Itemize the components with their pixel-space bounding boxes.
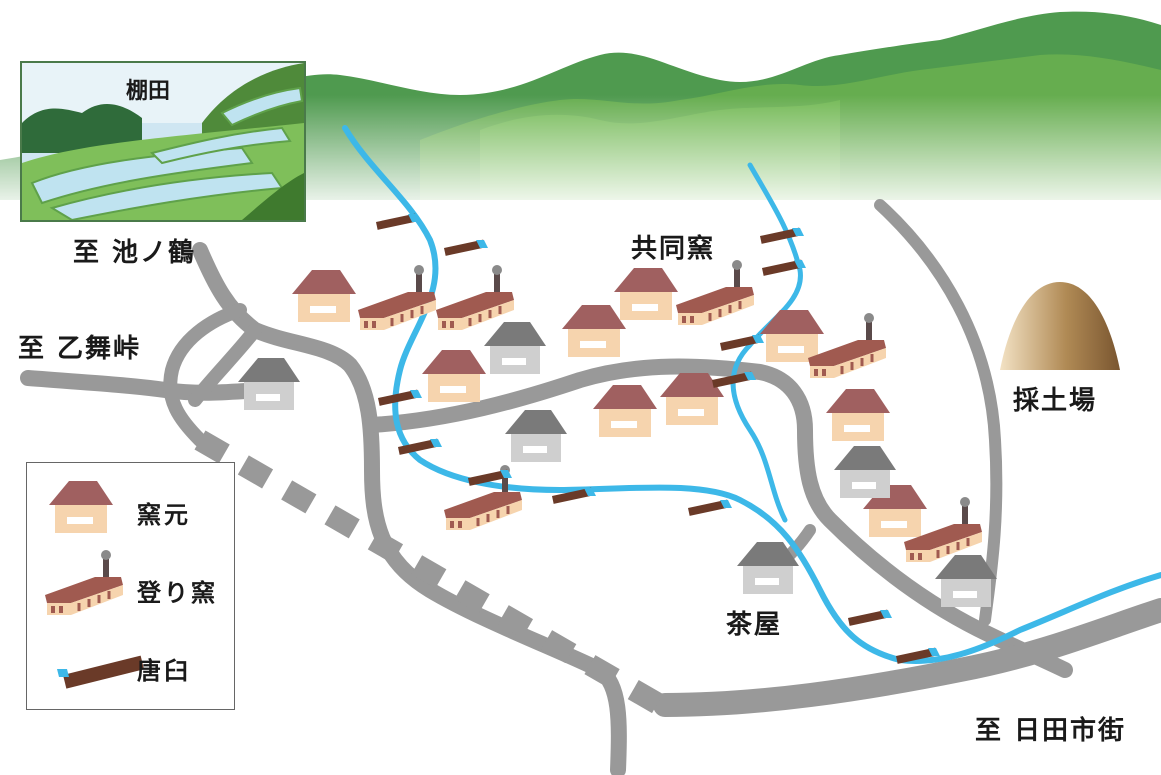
label-kyodo-gama: 共同窯 — [631, 234, 716, 264]
label-to-otomaitoge: 至 乙舞峠 — [18, 334, 142, 364]
rice-terrace-inset: 棚田 — [20, 61, 306, 222]
dashed-road — [194, 430, 666, 715]
label-saidoba: 採土場 — [1013, 386, 1098, 416]
label-chaya: 茶屋 — [726, 610, 783, 640]
legend-icons — [43, 481, 145, 689]
clay-pit-mound — [1000, 282, 1120, 370]
climbing-kiln-icon — [43, 548, 125, 617]
inset-title: 棚田 — [126, 79, 171, 104]
legend-label-karausu: 唐臼 — [137, 657, 191, 685]
house-icon — [49, 481, 113, 533]
map-legend: 窯元 登り窯 唐臼 — [26, 462, 235, 710]
label-to-ikenotsuru: 至 池ノ鶴 — [73, 238, 197, 268]
rice-terrace-picture — [22, 63, 304, 220]
label-to-hita: 至 日田市街 — [975, 716, 1127, 746]
legend-label-kiln: 登り窯 — [137, 579, 218, 607]
karausu-icon — [57, 655, 145, 689]
legend-label-house: 窯元 — [137, 501, 191, 529]
